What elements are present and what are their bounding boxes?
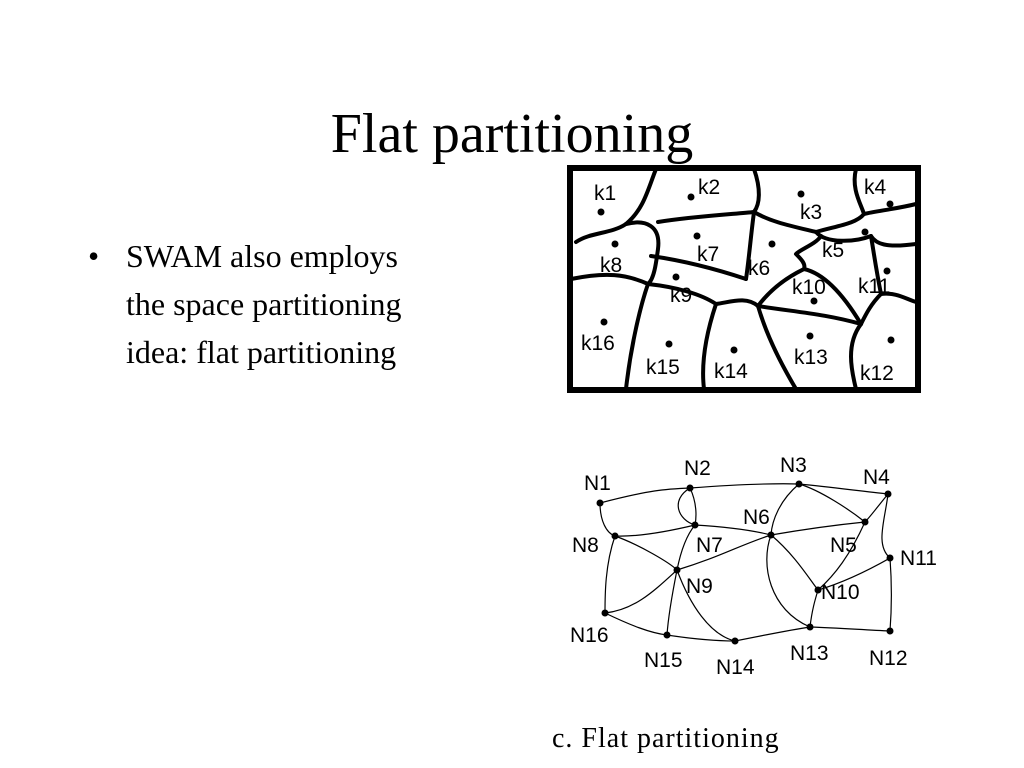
region-label-k2: k2: [698, 176, 720, 199]
region-labels: k1 k2 k3 k4 k5 k6 k7 k8 k9 k10 k11 k12 k…: [581, 176, 894, 385]
region-label-k14: k14: [714, 360, 748, 383]
graph-node: [686, 484, 694, 492]
graph-node: [731, 637, 739, 645]
graph-node: [663, 631, 671, 639]
graph-nodes: [596, 480, 894, 645]
node-label-n9: N9: [686, 575, 713, 598]
region-point: [730, 346, 738, 354]
node-label-n2: N2: [684, 457, 711, 480]
node-label-n16: N16: [570, 624, 609, 647]
graph-node: [806, 623, 814, 631]
node-label-n11: N11: [900, 547, 937, 570]
graph-node: [691, 521, 699, 529]
node-graph: N1 N2 N3 N4 N5 N6 N7 N8 N9 N10 N11 N12 N…: [560, 445, 960, 690]
figure-caption: c. Flat partitioning: [552, 723, 780, 754]
graph-node: [884, 490, 892, 498]
partition-diagram: k1 k2 k3 k4 k5 k6 k7 k8 k9 k10 k11 k12 k…: [566, 164, 922, 394]
node-graph-svg: N1 N2 N3 N4 N5 N6 N7 N8 N9 N10 N11 N12 N…: [570, 454, 937, 679]
region-label-k10: k10: [792, 276, 826, 299]
bullet-marker: •: [88, 238, 100, 274]
region-point: [861, 228, 869, 236]
region-label-k7: k7: [697, 243, 719, 266]
region-label-k12: k12: [860, 362, 894, 385]
region-point: [797, 190, 805, 198]
slide-title: Flat partitioning: [330, 103, 694, 165]
graph-node: [886, 554, 894, 562]
region-label-k9: k9: [670, 284, 692, 307]
region-point: [672, 273, 680, 281]
region-label-k8: k8: [600, 254, 622, 277]
region-boundaries: [569, 167, 918, 391]
region-label-k5: k5: [822, 239, 844, 262]
node-label-n6: N6: [743, 506, 770, 529]
graph-node: [601, 609, 609, 617]
region-label-k6: k6: [748, 257, 770, 280]
graph-node: [767, 531, 775, 539]
partition-frame: [567, 165, 921, 393]
node-label-n7: N7: [696, 534, 723, 557]
region-point: [886, 200, 894, 208]
region-label-k4: k4: [864, 176, 887, 199]
region-point: [887, 336, 895, 344]
graph-node: [596, 499, 604, 507]
graph-edges: [599, 483, 893, 642]
region-point: [665, 340, 673, 348]
region-point: [810, 297, 818, 305]
region-label-k11: k11: [858, 275, 890, 298]
bullet-text: SWAM also employs the space partitioning…: [126, 238, 402, 370]
region-point: [883, 267, 891, 275]
graph-node: [861, 518, 869, 526]
region-point: [806, 332, 814, 340]
graph-node: [886, 627, 894, 635]
node-label-n13: N13: [790, 642, 829, 665]
region-point: [693, 232, 701, 240]
region-label-k1: k1: [594, 182, 616, 205]
graph-node: [611, 532, 619, 540]
partition-diagram-svg: k1 k2 k3 k4 k5 k6 k7 k8 k9 k10 k11 k12 k…: [567, 165, 921, 393]
node-label-n12: N12: [869, 647, 908, 670]
region-point: [768, 240, 776, 248]
bullet-list: • SWAM also employs the space partitioni…: [88, 232, 508, 376]
bullet-item: • SWAM also employs the space partitioni…: [88, 232, 508, 376]
region-label-k3: k3: [800, 201, 822, 224]
region-point: [611, 240, 619, 248]
node-label-n1: N1: [584, 472, 611, 495]
node-label-n5: N5: [830, 534, 857, 557]
region-point: [600, 318, 608, 326]
graph-node: [814, 586, 822, 594]
region-label-k16: k16: [581, 332, 615, 355]
graph-node: [673, 566, 681, 574]
node-label-n10: N10: [821, 581, 860, 604]
region-label-k13: k13: [794, 346, 828, 369]
region-label-k15: k15: [646, 356, 680, 379]
graph-node: [795, 480, 803, 488]
node-label-n15: N15: [644, 649, 683, 672]
region-point: [687, 193, 695, 201]
node-label-n4: N4: [863, 466, 890, 489]
region-points: [597, 190, 895, 354]
node-label-n3: N3: [780, 454, 807, 477]
graph-labels: N1 N2 N3 N4 N5 N6 N7 N8 N9 N10 N11 N12 N…: [570, 454, 937, 679]
node-label-n14: N14: [716, 656, 755, 679]
region-point: [597, 208, 605, 216]
node-label-n8: N8: [572, 534, 599, 557]
